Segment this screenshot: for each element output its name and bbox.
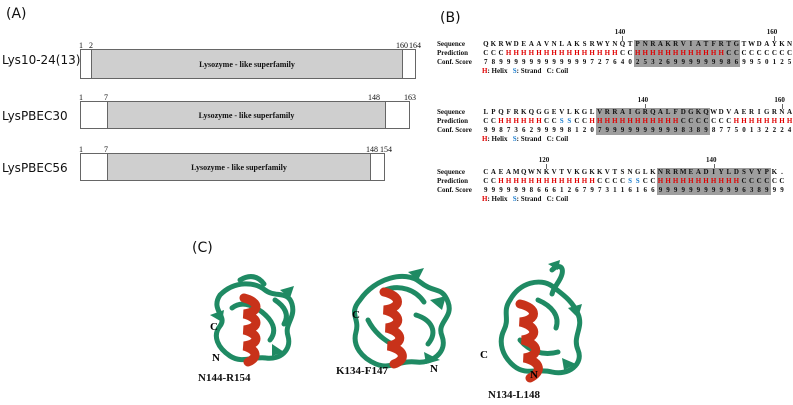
- position-label: 140: [637, 96, 649, 104]
- position-label: 160: [766, 28, 778, 36]
- c-terminus-label: C: [352, 309, 360, 321]
- tick-label: 1: [79, 41, 83, 50]
- position-label: 120: [538, 156, 550, 164]
- position-label: 160: [774, 96, 785, 104]
- row-label: Sequence: [437, 40, 465, 48]
- structure-caption: K134-F147: [336, 365, 388, 377]
- structure-3-cartoon: [498, 260, 583, 383]
- row-label: Prediction: [437, 177, 468, 185]
- protein-bar: Lysozyme - like superfamily: [80, 101, 410, 129]
- c-terminus-label: C: [210, 321, 218, 333]
- row-label: Sequence: [437, 108, 465, 116]
- row-label: Conf. Score: [437, 186, 472, 194]
- row-label: Prediction: [437, 117, 468, 125]
- tick-label: 7: [104, 145, 108, 154]
- panel-b-label: (B): [440, 10, 461, 26]
- tick-label: 1: [79, 93, 83, 102]
- helix-region-highlight: [634, 40, 741, 67]
- structure-2-cartoon: [352, 268, 452, 369]
- protein-bar: Lysozyme - like superfamily: [80, 49, 416, 79]
- position-tick: [781, 104, 783, 109]
- position-tick: [774, 36, 776, 41]
- helix-region-highlight: [656, 168, 771, 195]
- position-label: 140: [614, 28, 626, 36]
- position-tick: [546, 164, 548, 169]
- tick-label: 160: [396, 41, 408, 50]
- protein-structures: C N C N C N: [210, 260, 583, 383]
- n-terminus-label: N: [530, 369, 538, 381]
- panel-c-label: (C): [192, 240, 213, 256]
- tick-label: 148: [366, 145, 378, 154]
- helix-region-highlight: [596, 108, 710, 135]
- position-label: 140: [706, 156, 717, 164]
- tick-label: 2: [89, 41, 93, 50]
- protein-bar: Lysozyme - like superfamily: [80, 153, 385, 181]
- structure-1-cartoon: [210, 274, 296, 367]
- position-tick: [622, 36, 624, 41]
- tick-label: 154: [380, 145, 392, 154]
- tick-label: 148: [368, 93, 380, 102]
- row-label: Prediction: [437, 49, 468, 57]
- tick-label: 7: [104, 93, 108, 102]
- protein-name: LysPBEC30: [2, 109, 68, 123]
- prediction-legend: H: Helix S: Strand C: Coil: [482, 135, 569, 143]
- position-tick: [713, 164, 715, 169]
- protein-name: LysPBEC56: [2, 161, 68, 175]
- structure-caption: N144-R154: [198, 372, 251, 384]
- row-label: Sequence: [437, 168, 465, 176]
- n-terminus-label: N: [212, 352, 220, 364]
- lysozyme-domain: Lysozyme - like superfamily: [107, 153, 371, 181]
- row-label: Conf. Score: [437, 126, 472, 134]
- tick-label: 163: [404, 93, 416, 102]
- prediction-legend: H: Helix S: Strand C: Coil: [482, 195, 569, 203]
- tick-label: 164: [409, 41, 421, 50]
- tick-label: 1: [79, 145, 83, 154]
- row-label: Conf. Score: [437, 58, 472, 66]
- c-terminus-label: C: [480, 349, 488, 361]
- structure-caption: N134-L148: [488, 389, 540, 401]
- protein-name: Lys10-24(13): [2, 53, 81, 67]
- panel-a-label: (A): [6, 6, 27, 22]
- n-terminus-label: N: [430, 363, 438, 375]
- position-tick: [645, 104, 647, 109]
- lysozyme-domain: Lysozyme - like superfamily: [91, 49, 403, 79]
- prediction-legend: H: Helix S: Strand C: Coil: [482, 67, 569, 75]
- lysozyme-domain: Lysozyme - like superfamily: [107, 101, 386, 129]
